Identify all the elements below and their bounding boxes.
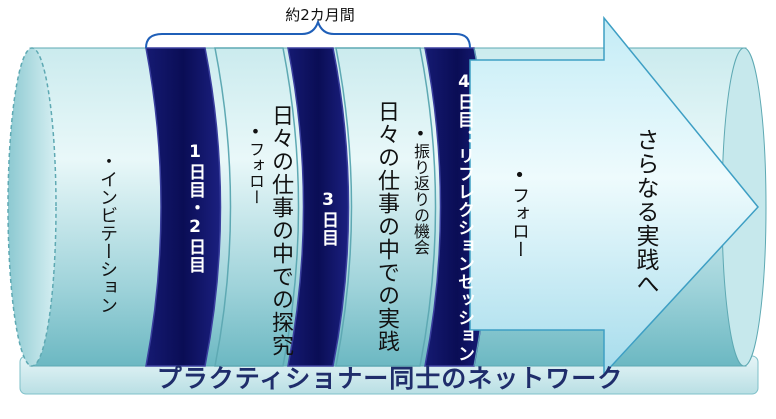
follow-label-1: •フォロー	[246, 122, 265, 205]
ring-days-1-2	[145, 47, 222, 367]
reflection-opportunity-label: •振り返りの機会	[411, 124, 430, 255]
days-1-2-label: 1日目・2日目	[185, 142, 205, 274]
invitation-label: ・インビテーション	[97, 152, 118, 314]
ring-practice	[335, 47, 437, 367]
follow-label-2: •フォロー	[509, 165, 530, 258]
ring-explore	[214, 47, 300, 367]
day-4-label: 4日目：リフレクションセッション	[454, 72, 474, 363]
ring-day-3	[287, 47, 350, 367]
explore-label: 日々の仕事の中での探究	[268, 104, 293, 357]
day-3-label: 3日目	[318, 190, 338, 247]
cylinder-left-cap	[7, 47, 57, 367]
practice-label: 日々の仕事の中での実践	[374, 100, 399, 353]
further-practice-arrow	[469, 15, 759, 376]
further-practice-label: さらなる実践へ	[632, 128, 658, 296]
duration-label: 約2カ月間	[285, 6, 355, 24]
duration-brace	[145, 18, 471, 49]
network-label: プラクティショナー同士のネットワーク	[156, 364, 624, 393]
